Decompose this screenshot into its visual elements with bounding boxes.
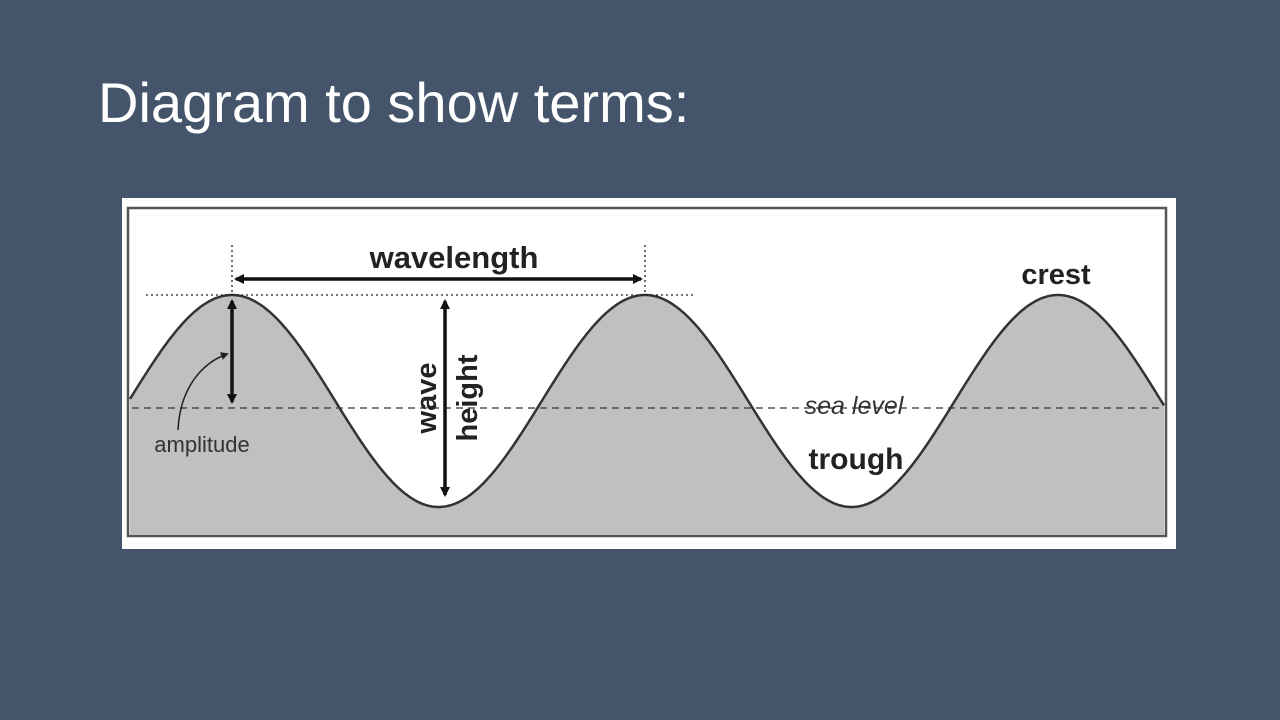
sea-level-label: sea level [805,392,905,420]
water-fill [130,295,1164,535]
slide-title: Diagram to show terms: [98,71,690,134]
wave-height-label-wave: wave [411,363,443,435]
wave-diagram-svg: wavelength crest trough sea level amplit… [126,206,1168,538]
wave-height-label-group-2: height [452,354,484,441]
wavelength-label: wavelength [369,240,539,275]
amplitude-pointer [177,352,229,431]
trough-label: trough [809,443,904,476]
wave-height-label-height: height [452,354,484,441]
crest-label: crest [1021,259,1091,291]
wave-diagram: wavelength crest trough sea level amplit… [122,198,1176,549]
wave-height-label-group: wave [411,363,443,435]
amplitude-label: amplitude [154,432,249,457]
